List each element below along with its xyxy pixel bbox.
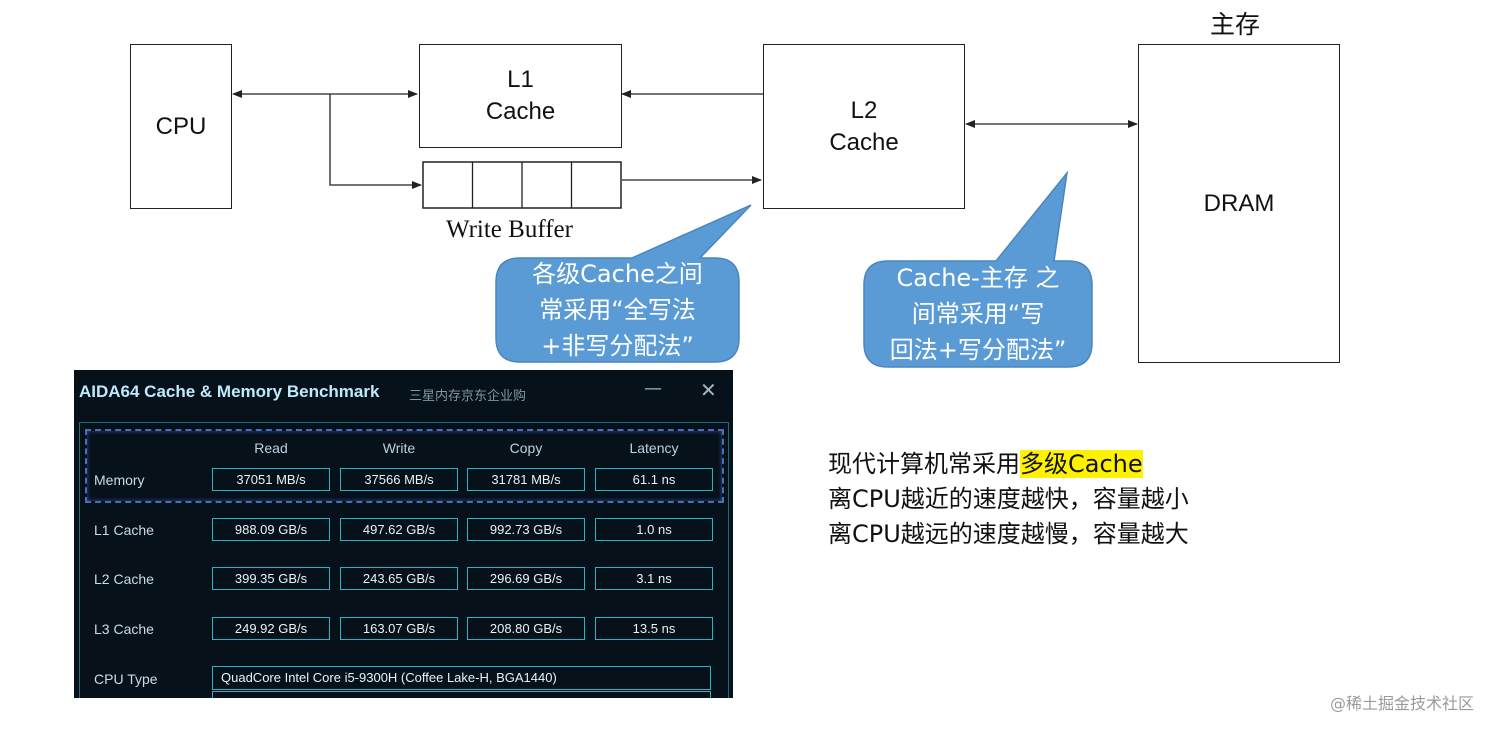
- minimize-icon[interactable]: —: [644, 378, 662, 399]
- memory-write: 37566 MB/s: [340, 468, 458, 491]
- cpu-writebuffer-arrow: [329, 94, 422, 189]
- notes-block: 现代计算机常采用多级Cache 离CPU越近的速度越快，容量越小 离CPU越远的…: [828, 447, 1189, 552]
- notes-line1-prefix: 现代计算机常采用: [828, 450, 1020, 478]
- memory-row-highlight: [85, 429, 724, 503]
- l2-copy: 296.69 GB/s: [467, 567, 585, 590]
- l2-latency: 3.1 ns: [595, 567, 713, 590]
- close-icon[interactable]: ✕: [700, 378, 717, 402]
- l3-write: 163.07 GB/s: [340, 617, 458, 640]
- callout2-line: Cache-主存 之: [896, 264, 1060, 292]
- l2-label-line2: Cache: [829, 128, 899, 156]
- l2-write: 243.65 GB/s: [340, 567, 458, 590]
- l3-latency: 13.5 ns: [595, 617, 713, 640]
- callout1-line: 各级Cache之间: [532, 260, 703, 288]
- benchmark-frame: [79, 422, 729, 698]
- column-header-latency: Latency: [629, 440, 679, 456]
- cpu-type-label: CPU Type: [94, 671, 158, 687]
- l1-label-line1: L1: [507, 66, 534, 93]
- column-header-write: Write: [382, 440, 416, 456]
- callout-cache-levels: [495, 204, 752, 363]
- callout1-line: +非写分配法”: [541, 332, 694, 360]
- cpu-type-value: QuadCore Intel Core i5-9300H (Coffee Lak…: [212, 666, 711, 690]
- callout2-line: 间常采用“写: [911, 300, 1045, 328]
- benchmark-title: AIDA64 Cache & Memory Benchmark: [79, 382, 380, 401]
- column-header-copy: Copy: [509, 440, 543, 456]
- row-label-l2: L2 Cache: [94, 571, 154, 587]
- write-buffer: [422, 161, 622, 209]
- aida64-benchmark-window: AIDA64 Cache & Memory Benchmark 三星内存京东企业…: [74, 370, 733, 698]
- l1-latency: 1.0 ns: [595, 518, 713, 541]
- column-header-read: Read: [254, 440, 288, 456]
- notes-highlight: 多级Cache: [1020, 450, 1143, 478]
- l2-label-line1: L2: [850, 96, 878, 124]
- callout2-line: 回法+写分配法”: [889, 336, 1067, 364]
- memory-read: 37051 MB/s: [212, 468, 330, 491]
- notes-line3: 离CPU越远的速度越慢，容量越大: [828, 520, 1189, 548]
- l3-copy: 208.80 GB/s: [467, 617, 585, 640]
- l1-copy: 992.73 GB/s: [467, 518, 585, 541]
- row-label-l1: L1 Cache: [94, 522, 154, 538]
- l1-read: 988.09 GB/s: [212, 518, 330, 541]
- benchmark-subtitle: 三星内存京东企业购: [409, 389, 527, 404]
- cpu-label: CPU: [155, 112, 207, 140]
- l1-write: 497.62 GB/s: [340, 518, 458, 541]
- memory-latency: 61.1 ns: [595, 468, 713, 491]
- l2-read: 399.35 GB/s: [212, 567, 330, 590]
- l2-cache-box: L2 Cache: [763, 44, 965, 209]
- l1-label-line2: Cache: [485, 98, 556, 125]
- l3-read: 249.92 GB/s: [212, 617, 330, 640]
- watermark: @稀土掘金技术社区: [1330, 694, 1475, 713]
- dram-box: DRAM: [1138, 44, 1340, 363]
- write-buffer-label: Write Buffer: [446, 216, 573, 243]
- row-label-memory: Memory: [94, 472, 145, 488]
- callout-cache-memory: [863, 170, 1093, 368]
- notes-line2: 离CPU越近的速度越快，容量越小: [828, 485, 1189, 513]
- notes-line1: 现代计算机常采用多级Cache: [828, 447, 1189, 482]
- l1-cache-box: L1 Cache: [419, 44, 622, 148]
- dram-label: DRAM: [1203, 189, 1275, 217]
- callout1-text: 各级Cache之间 常采用“全写法 +非写分配法”: [496, 256, 739, 364]
- memory-copy: 31781 MB/s: [467, 468, 585, 491]
- cpu-box: CPU: [130, 44, 232, 209]
- row-label-l3: L3 Cache: [94, 621, 154, 637]
- next-row-cell: [212, 691, 711, 698]
- main-memory-label: 主存: [1210, 10, 1261, 39]
- callout1-line: 常采用“全写法: [539, 296, 696, 324]
- callout2-text: Cache-主存 之 间常采用“写 回法+写分配法”: [864, 260, 1092, 368]
